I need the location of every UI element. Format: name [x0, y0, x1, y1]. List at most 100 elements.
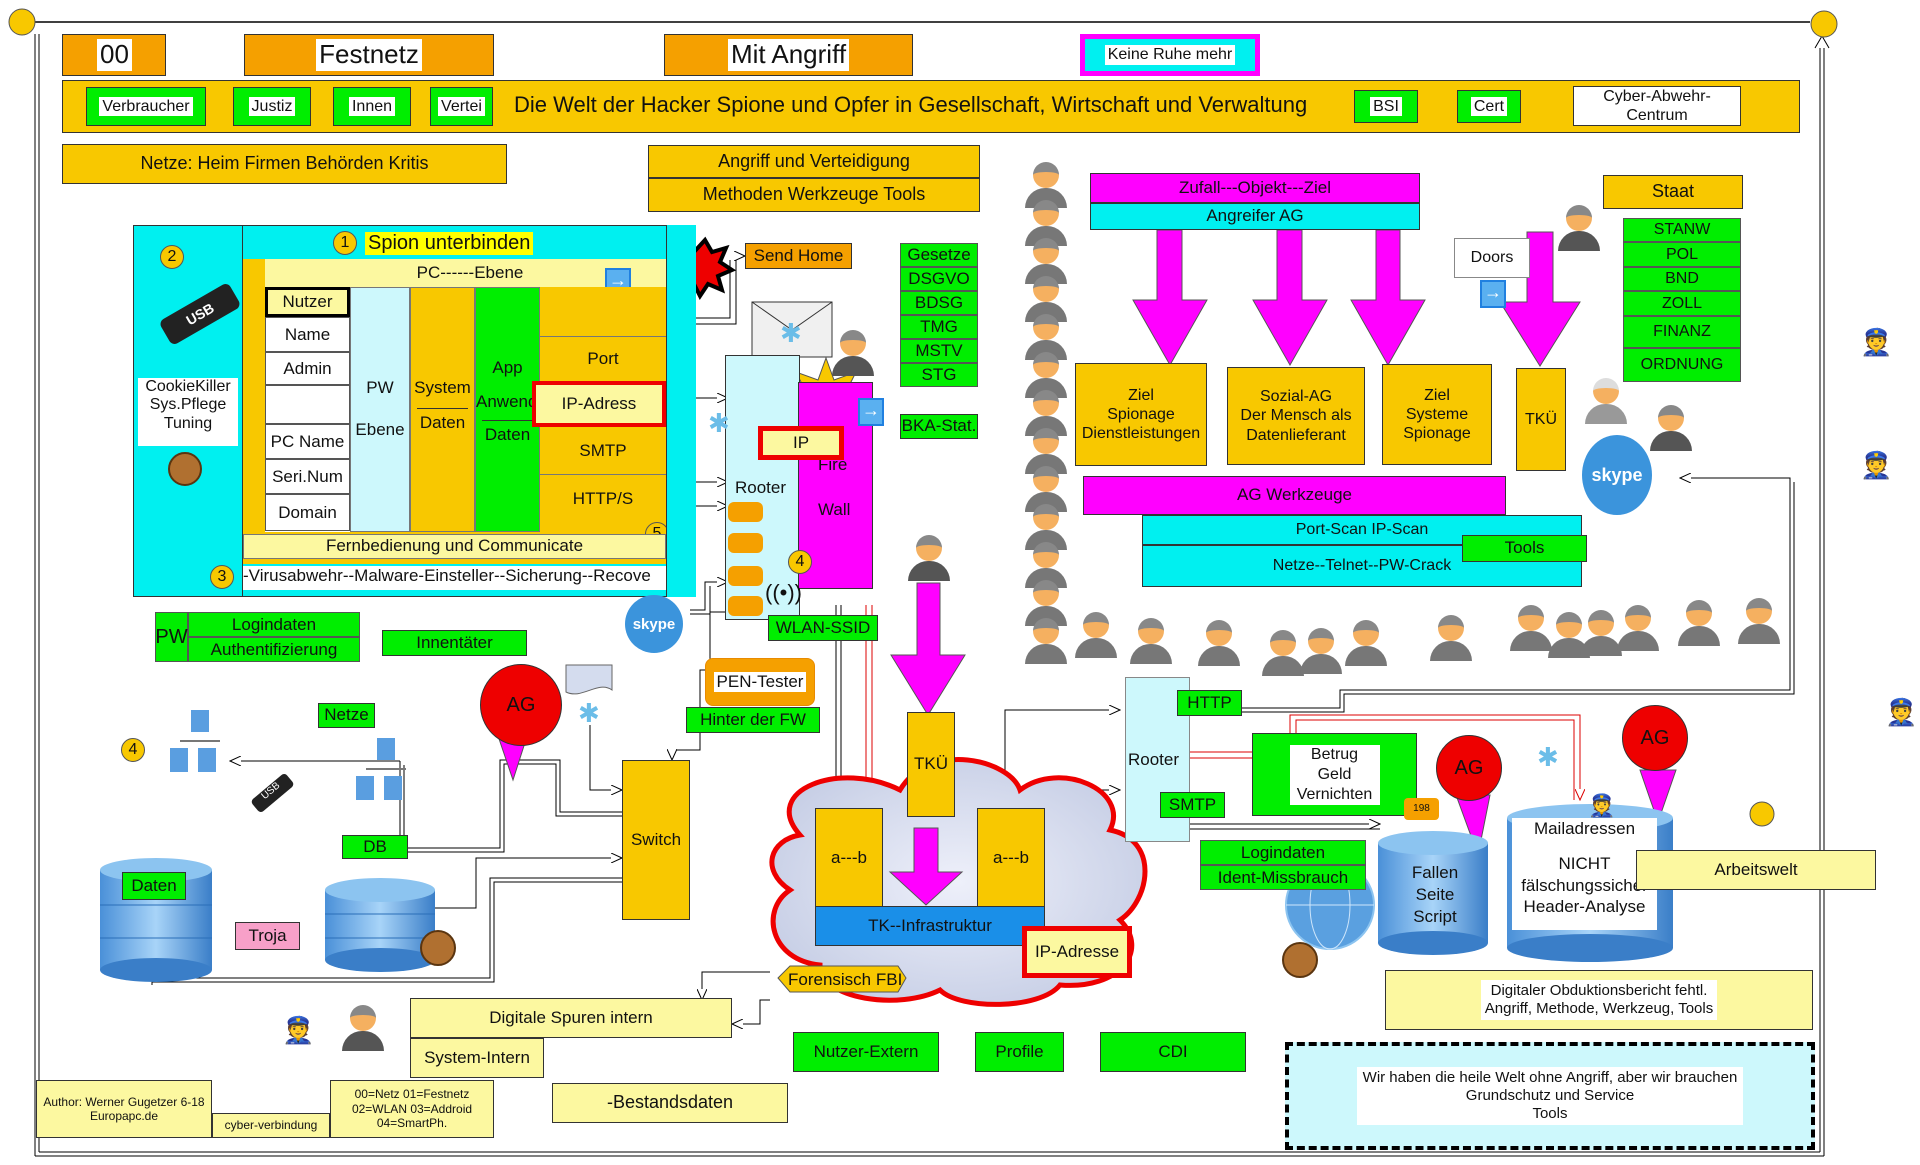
- wifi-antenna-icon: ((•)): [765, 580, 803, 605]
- mode-label: Mit Angriff: [727, 39, 850, 71]
- marker-4b: 4: [121, 738, 145, 762]
- hacker-icon: [1262, 630, 1304, 678]
- router-port-icon: [728, 533, 763, 553]
- db-label: DB: [342, 835, 408, 859]
- heile-welt-box: Wir haben die heile Welt ohne Angriff, a…: [1285, 1042, 1815, 1150]
- bug-icon: ✱: [780, 318, 802, 348]
- tag-cyber-abwehr[interactable]: Cyber-Abwehr-Centrum: [1573, 86, 1741, 126]
- hacker-icon: [1025, 504, 1067, 552]
- mail-line: NICHT: [1558, 854, 1611, 874]
- app-column: App Anwend. Daten: [475, 287, 543, 532]
- bug-icon: ✱: [578, 698, 600, 728]
- hacker-icon: [832, 330, 874, 378]
- manager-icon: [1585, 378, 1627, 426]
- hacker-icon: [1580, 610, 1622, 658]
- netze-small-label: Netze: [318, 703, 375, 728]
- spion-label: Spion unterbinden: [365, 232, 534, 255]
- pen-tester-label: PEN-Tester: [713, 671, 807, 693]
- login-ident-box: Logindaten Ident-Missbrauch: [1200, 840, 1366, 890]
- hacker-icon: [1025, 542, 1067, 590]
- pw-column: PW Ebene: [350, 287, 410, 532]
- tag-label: Verbraucher: [99, 96, 193, 117]
- mail-line: Mailadressen: [1533, 819, 1636, 838]
- frame-node-right: [1810, 10, 1838, 38]
- hacker-icon: [342, 1005, 384, 1053]
- daten-label: Daten: [417, 408, 468, 433]
- police-icon: 👮: [1885, 697, 1918, 727]
- hacker-icon: [1345, 620, 1387, 668]
- hacker-icon: [1025, 200, 1067, 248]
- network-box: Festnetz: [244, 34, 494, 76]
- anwend-label: Anwend.: [476, 392, 543, 411]
- login-arrow-icon: →: [858, 398, 884, 426]
- zufall-objekt-ziel: Zufall---Objekt---Ziel: [1090, 173, 1420, 203]
- target-line: Sozial-AG: [1259, 388, 1333, 406]
- port-row: Port: [587, 349, 619, 368]
- tag-label: Cert: [1470, 96, 1508, 117]
- tag-justiz[interactable]: Justiz: [233, 87, 311, 126]
- system-label: System: [414, 378, 471, 397]
- hacker-icon: [1025, 238, 1067, 286]
- angreifer-label: Angreifer AG: [1090, 203, 1420, 230]
- cookie-icon: [420, 930, 456, 966]
- router-right-label: Rooter: [1128, 750, 1180, 769]
- ab-right: a---b: [977, 808, 1045, 908]
- sys-pflege-line: Sys.Pflege: [149, 396, 227, 414]
- hacker-icon: [1300, 628, 1342, 676]
- daten-label: Daten: [122, 872, 186, 900]
- hacker-icon: [1548, 612, 1590, 660]
- obduktion-label: Digitaler Obduktionsbericht fehtl.Angrif…: [1480, 980, 1718, 1020]
- hacker-icon: [1025, 618, 1067, 666]
- attacker-ball: AG: [1436, 735, 1502, 801]
- http-label: HTTP: [1177, 690, 1242, 716]
- send-home-label: Send Home: [745, 243, 852, 269]
- hacker-icon: [1025, 580, 1067, 628]
- author-line: Europapc.de: [89, 1109, 159, 1123]
- police-icon: 👮: [282, 1015, 315, 1045]
- pen-tester-badge: PEN-Tester: [705, 658, 815, 706]
- app-label: App: [492, 358, 523, 377]
- hacker-icon: [1025, 466, 1067, 514]
- pc-right-strip: [666, 225, 696, 597]
- bka-stat-label: BKA-Stat.: [900, 414, 978, 439]
- code-label: 00: [97, 39, 132, 71]
- auth-line: Authentifizierung: [188, 637, 360, 662]
- hacker-icon: [1650, 405, 1692, 453]
- marker-2: 2: [160, 245, 184, 269]
- ag-werkzeuge: AG Werkzeuge: [1083, 476, 1506, 515]
- fallen-line: Seite: [1415, 885, 1455, 905]
- profile-label: Profile: [975, 1032, 1064, 1072]
- tag-bsi[interactable]: BSI: [1354, 90, 1418, 123]
- smtp-label: SMTP: [1160, 792, 1225, 818]
- bug-icon: ✱: [1537, 742, 1559, 772]
- marker-3: 3: [210, 565, 234, 589]
- marker-1: 1: [333, 231, 357, 255]
- user-row: [265, 385, 350, 424]
- hacker-icon: [1025, 314, 1067, 362]
- tag-innen[interactable]: Innen: [333, 87, 411, 126]
- staat-item: BND: [1623, 267, 1741, 291]
- law-item: DSGVO: [900, 267, 978, 291]
- user-column: Nutzer Name Admin PC Name Seri.Num Domai…: [265, 287, 350, 532]
- code-box: 00: [62, 34, 166, 76]
- hacker-icon: [1025, 352, 1067, 400]
- pw-label: PW: [366, 378, 394, 397]
- wall-label: Wall: [818, 500, 851, 519]
- tag-verbraucher[interactable]: Verbraucher: [86, 87, 206, 126]
- staat-list: STANW POL BND ZOLL FINANZ ORDNUNG: [1623, 218, 1741, 382]
- forensisch-label: Forensisch FBI: [788, 970, 903, 989]
- law-list: Gesetze DSGVO BDSG TMG MSTV STG: [900, 243, 978, 387]
- legend-line: 04=SmartPh.: [376, 1116, 448, 1131]
- tag-vertei[interactable]: Vertei: [430, 87, 493, 126]
- target-line: Systeme: [1405, 405, 1469, 423]
- heile-welt-label: Wir haben die heile Welt ohne Angriff, a…: [1356, 1067, 1744, 1125]
- tku-box: TKÜ: [1516, 368, 1566, 471]
- ip-adresse-box: IP-Adresse: [1022, 926, 1132, 978]
- banner-title: Die Welt der Hacker Spione und Opfer in …: [514, 92, 1308, 117]
- law-item: Gesetze: [900, 243, 978, 267]
- tag-cert[interactable]: Cert: [1457, 90, 1521, 123]
- frame-node-left: [8, 8, 36, 36]
